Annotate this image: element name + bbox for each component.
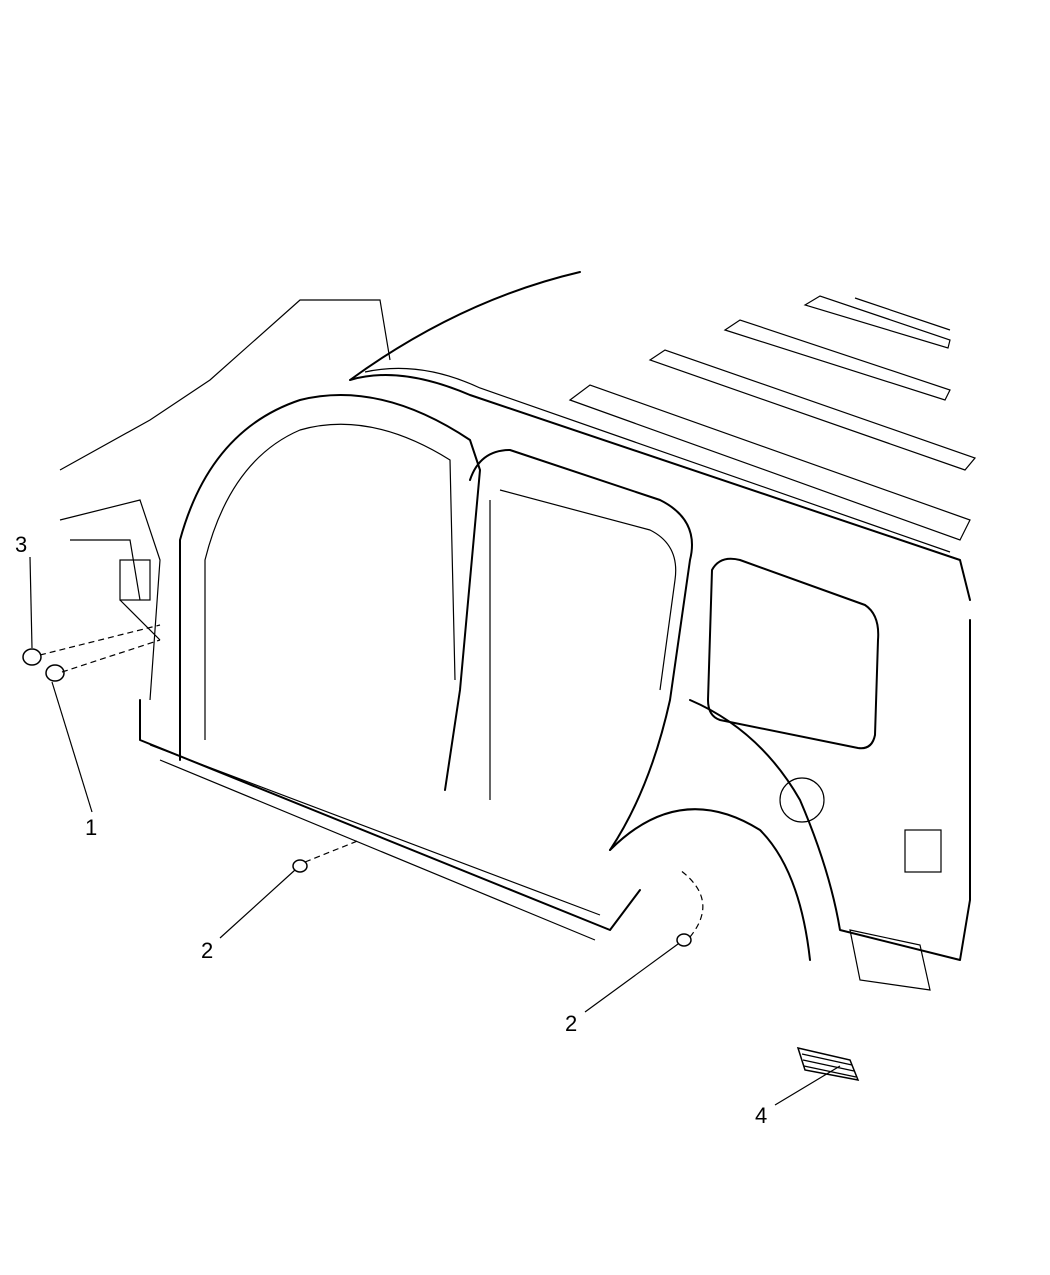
vent-grille-part-4 — [796, 1046, 860, 1081]
vehicle-body-outline — [59, 271, 977, 991]
leader-line-2a — [219, 869, 296, 939]
leader-line-2b — [584, 943, 679, 1013]
callout-1: 1 — [85, 815, 97, 840]
plug-part-2-left — [292, 859, 308, 873]
plug-part-1 — [45, 664, 65, 682]
leader-line-3 — [29, 556, 33, 649]
leader-line-1 — [51, 681, 93, 813]
callout-2a: 2 — [201, 938, 213, 963]
plug-part-3 — [22, 648, 42, 666]
callout-4: 4 — [755, 1103, 767, 1128]
plug-part-2-right — [676, 933, 692, 947]
leader-line-4 — [774, 1065, 841, 1106]
callout-2b: 2 — [565, 1011, 577, 1036]
callout-3: 3 — [15, 532, 27, 557]
